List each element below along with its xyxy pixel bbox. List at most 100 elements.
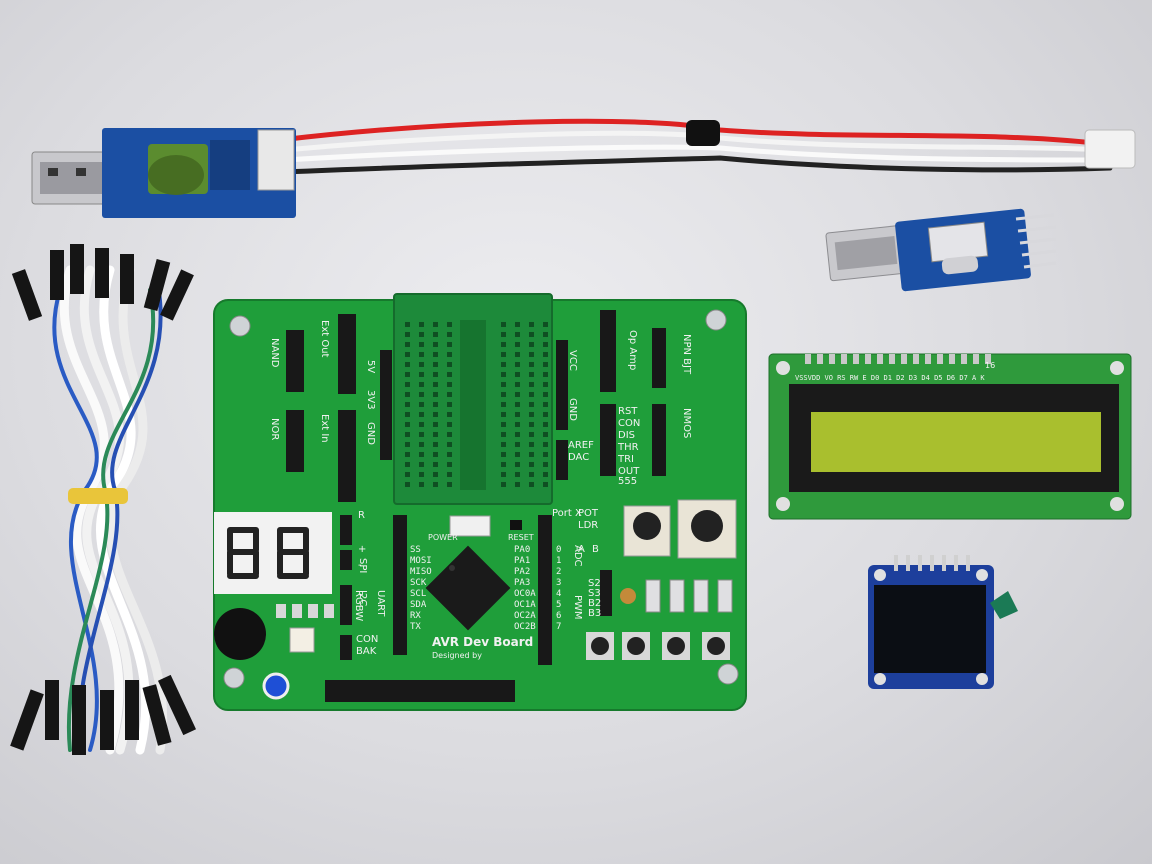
jumper-wires-bundle — [10, 244, 197, 755]
potentiometer-1[interactable] — [623, 505, 671, 557]
label-port-pin-5: OC1A — [514, 600, 536, 610]
label-pin-6: RX — [410, 611, 421, 621]
label-pin-5: SDA — [410, 600, 427, 610]
wire-tie — [68, 488, 128, 504]
label-s2: S2 — [588, 578, 601, 589]
jumper-connectors-top — [11, 244, 194, 321]
label-pot: POT — [578, 508, 599, 519]
mini-breadboard — [393, 293, 553, 505]
label-rgbw: RGBW — [353, 590, 364, 621]
lcd-header-pins — [805, 354, 991, 364]
label-pin-4: SCL — [410, 589, 426, 599]
label-op-amp: Op Amp — [627, 330, 638, 370]
label-ldr: LDR — [578, 520, 598, 531]
usb-ttl-pins — [1015, 213, 1057, 269]
label-555-tri: TRI — [617, 454, 634, 465]
oled-screen — [874, 585, 986, 673]
label-b: B — [592, 544, 599, 555]
avr-dev-board: NAND NOR Ext Out Ext In 5V 3V3 GND VCC G… — [213, 293, 747, 711]
label-3v3: 3V3 — [365, 390, 376, 410]
label-s3: S3 — [588, 588, 601, 599]
label-npn-bjt: NPN BJT — [681, 334, 692, 375]
label-port-num-2: 2 — [556, 567, 561, 577]
usb-ttl-pcb — [895, 208, 1031, 292]
label-con: CON — [356, 634, 378, 645]
usb-ttl-adapter — [825, 208, 1057, 292]
cable-connector — [1084, 129, 1136, 169]
label-gnd-mid: GND — [567, 398, 578, 421]
microcontroller-chip — [425, 545, 511, 631]
label-555: 555 — [618, 476, 637, 487]
label-port-pin-6: OC2A — [514, 611, 536, 621]
push-buttons[interactable] — [586, 632, 730, 660]
programmer-cable — [277, 118, 1115, 175]
label-a: A — [578, 544, 585, 555]
label-pin-2: MISO — [410, 567, 432, 577]
label-555-rst: RST — [618, 406, 638, 417]
ldr-sensor — [620, 588, 636, 604]
label-power: POWER — [428, 533, 458, 542]
label-port-pin-4: OC0A — [514, 589, 536, 599]
label-pin-0: SS — [410, 545, 421, 555]
trimmer-pot[interactable] — [262, 672, 290, 700]
lcd-pin-count: 16 — [985, 361, 995, 370]
usb-plug — [31, 151, 113, 205]
label-plus: + — [358, 544, 366, 555]
label-adc: ADC — [572, 545, 583, 567]
mounting-holes — [223, 309, 739, 689]
jumper-connectors-bottom — [10, 674, 197, 755]
label-r: R — [358, 510, 365, 521]
reset-button[interactable] — [510, 520, 522, 530]
label-port-pin-0: PA0 — [514, 545, 530, 555]
board-subtitle: Designed by — [432, 651, 482, 660]
label-ext-in: Ext In — [319, 414, 330, 443]
label-nand: NAND — [269, 338, 280, 368]
label-port-num-7: 7 — [556, 622, 561, 632]
label-port-num-0: 0 — [556, 545, 561, 555]
label-555-out: OUT — [618, 466, 640, 477]
lcd-16x2-module: VSSVDD VO RS RW E D0 D1 D2 D3 D4 D5 D6 D… — [768, 353, 1132, 520]
lcd-screen — [811, 412, 1101, 472]
header-pins — [286, 310, 666, 702]
label-aref: AREF — [568, 440, 594, 451]
label-ext-out: Ext Out — [319, 320, 330, 358]
label-port-num-4: 4 — [556, 589, 561, 599]
label-vcc-top: VCC — [567, 350, 578, 371]
indicator-leds — [276, 604, 334, 618]
label-spi: SPI — [357, 558, 368, 573]
label-nor: NOR — [269, 418, 280, 440]
usb-ttl-plug — [825, 224, 909, 282]
label-pwm: PWM — [572, 595, 583, 620]
label-minus: - — [358, 560, 362, 571]
label-555-thr: THR — [617, 442, 639, 453]
label-b2: B2 — [588, 598, 601, 609]
label-port-num-3: 3 — [556, 578, 561, 588]
lcd-mounting-holes — [776, 361, 1124, 511]
label-b3: B3 — [588, 608, 601, 619]
label-dac: DAC — [568, 452, 589, 463]
oled-pins — [894, 555, 970, 571]
label-port-pin-1: PA1 — [514, 556, 530, 566]
label-555-con: CON — [618, 418, 640, 429]
label-5v: 5V — [365, 360, 376, 373]
oled-mounting-holes — [874, 569, 988, 685]
potentiometer-2[interactable] — [677, 499, 737, 559]
oled-ribbon — [990, 591, 1018, 619]
label-pin-1: MOSI — [410, 556, 432, 566]
board-title: AVR Dev Board — [432, 635, 533, 649]
label-port-num-6: 6 — [556, 611, 561, 621]
label-port-pin-2: PA2 — [514, 567, 530, 577]
slide-switches[interactable] — [645, 579, 733, 613]
label-port-x: Port X — [552, 508, 582, 519]
label-pin-3: SCK — [410, 578, 427, 588]
rgb-led — [289, 627, 315, 653]
power-connector — [449, 515, 491, 537]
label-i2c: I2C — [357, 590, 368, 606]
label-nmos: NMOS — [681, 408, 692, 438]
lcd-pin-labels: VSSVDD VO RS RW E D0 D1 D2 D3 D4 D5 D6 D… — [795, 374, 985, 382]
seven-segment-display — [214, 512, 332, 594]
label-bak: BAK — [356, 646, 377, 657]
label-port-pin-7: OC2B — [514, 622, 536, 632]
label-555-dis: DIS — [618, 430, 635, 441]
